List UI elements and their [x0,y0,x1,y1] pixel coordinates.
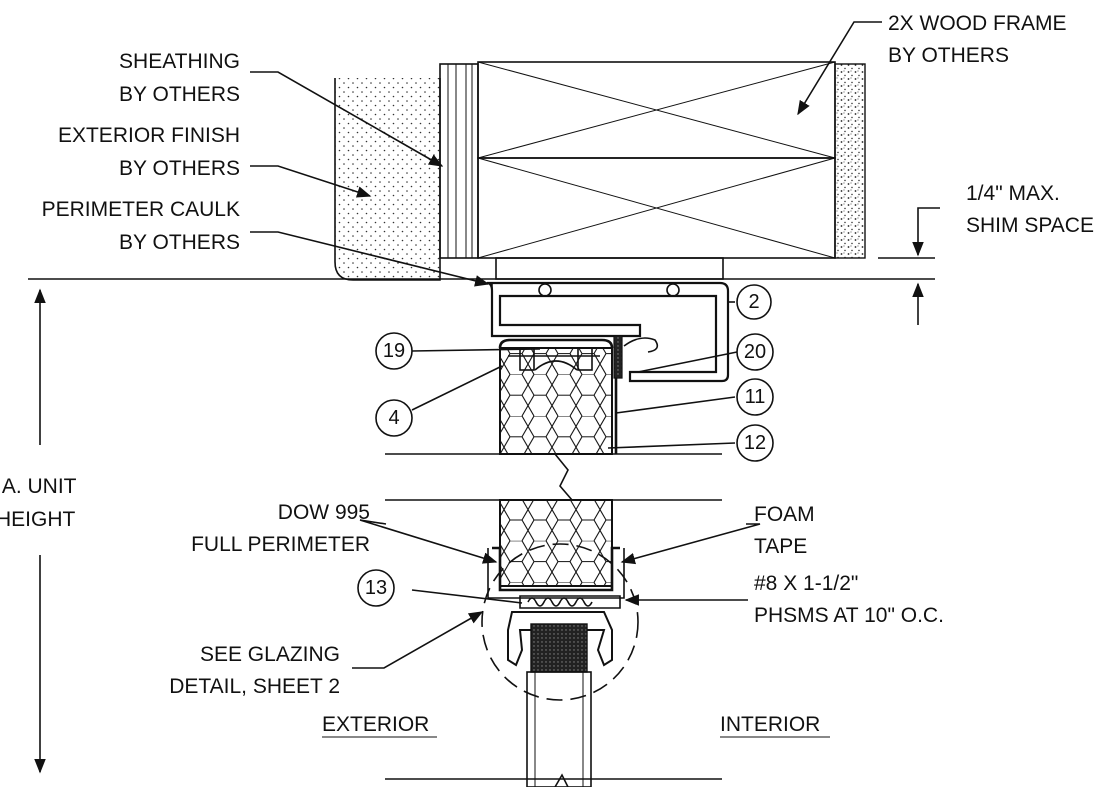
svg-text:12: 12 [744,432,766,454]
leader-exterior-finish [250,165,372,198]
wood-frame [477,61,836,259]
shim-dim-top [912,207,940,257]
label-glazing-line2: DETAIL, SHEET 2 [169,675,340,698]
label-exterior-finish-line1: EXTERIOR FINISH [58,124,240,147]
callout-12: 12 [736,424,774,462]
svg-text:19: 19 [383,340,405,362]
callout-19: 19 [375,332,413,370]
label-screw-line1: #8 X 1-1/2" [754,572,858,595]
label-sheathing-line1: SHEATHING [119,50,240,73]
leader-c13 [411,589,523,604]
leader-wood-frame [797,21,882,116]
callout-11: 11 [736,378,774,416]
callout-20: 20 [736,333,774,371]
leader-perimeter-caulk [250,231,490,287]
leader-glazing-detail [352,611,484,669]
label-unit-height-line1: .A. UNIT [0,475,77,498]
callout-2: 2 [736,284,772,320]
weather-strip [613,335,659,379]
glass-unit [526,623,592,787]
label-sheathing-line2: BY OTHERS [119,83,240,106]
label-foam-line2: TAPE [754,535,807,558]
label-dow-line2: FULL PERIMETER [191,533,370,556]
head-frame-extrusion [475,281,730,383]
callout-4: 4 [375,399,413,437]
label-screw-line2: PHSMS AT 10" O.C. [754,604,944,627]
screw-fastener [519,595,621,609]
svg-text:13: 13 [365,577,387,599]
leader-c19 [411,348,541,352]
leader-c20 [637,351,738,373]
svg-text:2: 2 [748,291,759,313]
label-dow-line1: DOW 995 [278,501,370,524]
svg-text:4: 4 [388,407,399,429]
leader-c12 [607,442,736,449]
label-shim-line1: 1/4" MAX. [966,182,1060,205]
label-wood-frame-line1: 2X WOOD FRAME [888,12,1067,35]
sheathing [439,63,479,259]
glass-break-symbol [554,773,569,787]
panel-core-top [498,338,618,455]
label-foam-line1: FOAM [754,503,815,526]
label-exterior-finish-line2: BY OTHERS [119,157,240,180]
label-unit-height-line2: HEIGHT [0,508,76,531]
label-shim-line2: SHIM SPACE [966,214,1094,237]
leader-dow-995 [359,519,498,564]
label-wood-frame-line2: BY OTHERS [888,44,1009,67]
break-symbol [554,453,573,501]
label-glazing-line1: SEE GLAZING [200,643,340,666]
label-perimeter-caulk-line1: PERIMETER CAULK [42,198,240,221]
leader-foam-tape [620,523,761,565]
label-perimeter-caulk-line2: BY OTHERS [119,231,240,254]
svg-text:20: 20 [744,341,766,363]
shim-block [495,257,724,280]
svg-text:11: 11 [745,386,766,408]
leader-c11 [615,396,736,414]
label-interior: INTERIOR [720,713,820,736]
leader-c4 [411,365,503,411]
label-exterior: EXTERIOR [322,713,429,736]
exterior-finish [334,78,441,281]
interior-finish [834,63,866,259]
leader-sheathing [250,71,444,167]
panel-core-bottom [487,499,625,599]
callout-13: 13 [357,569,395,607]
